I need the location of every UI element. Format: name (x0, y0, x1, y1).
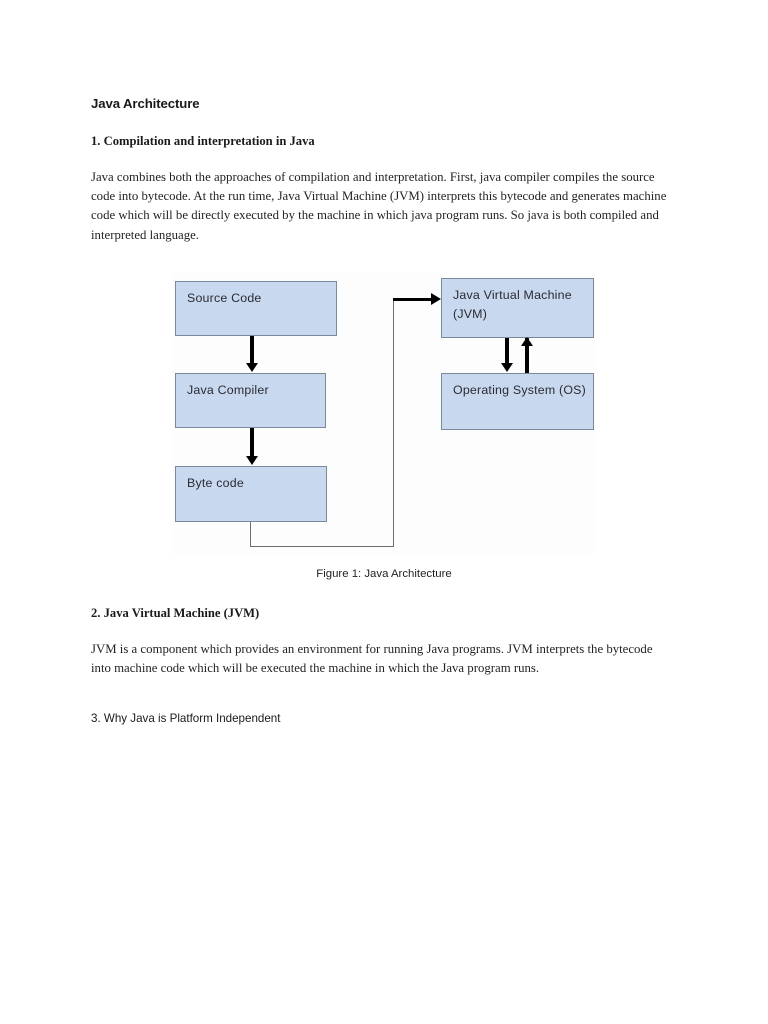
connector-bytecode-down (250, 522, 251, 547)
arrowhead-down-icon (246, 456, 258, 465)
figure-java-architecture: Source Code Java Compiler Byte code Java… (172, 266, 595, 554)
diagram-box-java-compiler: Java Compiler (175, 373, 326, 428)
connector-riser-up (393, 300, 394, 547)
connector-bytecode-right (250, 546, 394, 547)
arrowhead-up-icon (521, 337, 533, 346)
arrowhead-down-icon (501, 363, 513, 372)
section-heading-3: 3. Why Java is Platform Independent (91, 712, 281, 725)
arrowhead-right-icon (431, 293, 441, 305)
arrow-shaft (250, 428, 254, 457)
arrow-shaft (525, 338, 529, 373)
arrow-shaft (250, 336, 254, 364)
diagram-box-jvm: Java Virtual Machine (JVM) (441, 278, 594, 338)
section-heading-1: 1. Compilation and interpretation in Jav… (91, 134, 315, 148)
section-body-1: Java combines both the approaches of com… (91, 170, 667, 242)
section-heading-2: 2. Java Virtual Machine (JVM) (91, 606, 260, 620)
page-title: Java Architecture (91, 96, 200, 111)
arrowhead-down-icon (246, 363, 258, 372)
diagram-box-source-code: Source Code (175, 281, 337, 336)
diagram-box-operating-system: Operating System (OS) (441, 373, 594, 430)
arrow-shaft (393, 298, 433, 301)
section-body-2: JVM is a component which provides an env… (91, 642, 653, 676)
diagram-box-byte-code: Byte code (175, 466, 327, 522)
figure-caption: Figure 1: Java Architecture (316, 568, 452, 580)
arrow-shaft (505, 338, 509, 364)
